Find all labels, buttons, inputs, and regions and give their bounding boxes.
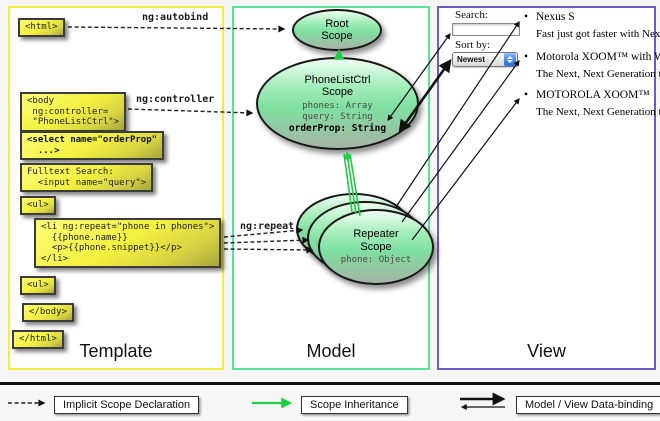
search-input[interactable] [452,23,520,36]
select-stepper-icon [504,53,516,66]
code-box-li-repeat: <li ng:repeat="phone in phones"> {{phone… [34,218,222,268]
legend-implicit-scope: Implicit Scope Declaration [54,396,200,414]
phonelistctrl-scope-title: PhoneListCtrl Scope [304,73,371,99]
root-scope-ellipse: Root Scope [292,9,382,51]
phone-list-item: • MOTOROLA XOOM™ [524,88,650,102]
phone-name: MOTOROLA XOOM™ [536,89,650,101]
view-column-label: View [527,341,566,361]
code-box-fulltext-search: Fulltext Search: <input name="query"> [20,163,154,192]
code-box-ul-close: <ul> [20,276,56,295]
phone-snippet: The Next, Next Generation tablet. [536,106,660,118]
phone-name: Nexus S [536,11,575,23]
phone-name: Motorola XOOM™ with Wi-Fi [536,51,660,63]
phone-snippet: Fast just got faster with Nexus S. [536,28,660,40]
code-box-select: <select name="orderProp" ...> [20,131,165,160]
repeater-scope-prop: phone: Object [340,255,412,265]
list-bullet: • [524,51,529,63]
phonelistctrl-scope-props: phones: Array query: String [302,100,373,122]
ng-repeat-label: ng:repeat [240,221,295,232]
list-bullet: • [524,89,529,101]
phonelistctrl-scope-ellipse: PhoneListCtrl Scope phones: Array query:… [256,57,419,150]
list-bullet: • [524,11,529,23]
repeater-scope-title: Repeater Scope [353,228,399,253]
legend-model-view-binding: Model / View Data-binding [516,396,660,414]
phone-list-item: • Motorola XOOM™ with Wi-Fi [524,50,660,64]
ng-controller-label: ng:controller [136,94,215,105]
search-label: Search: [455,9,488,21]
code-box-body-close: </body> [22,303,74,322]
sort-by-label: Sort by: [455,39,491,51]
phone-list-item: • Nexus S [524,10,575,24]
legend-divider [0,382,660,385]
model-column-label: Model [306,341,356,361]
root-scope-title: Root Scope [321,17,353,43]
code-box-ul-open: <ul> [20,196,56,215]
sort-select-value: Newest [457,55,486,64]
legend-scope-inheritance: Scope Inheritance [301,396,408,414]
ng-autobind-label: ng:autobind [142,12,209,23]
repeater-scope-ellipse: Repeater Scope phone: Object [318,209,434,285]
phonelistctrl-scope-orderprop: orderProp: String [288,122,387,134]
code-box-html-open: <html> [18,18,65,37]
phone-snippet: The Next, Next Generation tablet. [536,68,660,80]
code-box-body-open: <body ng:controller= "PhoneListCtrl"> [20,92,127,132]
template-column-label: Template [79,341,153,361]
code-box-html-close: </html> [12,330,64,349]
sort-select[interactable]: Newest [452,52,518,67]
